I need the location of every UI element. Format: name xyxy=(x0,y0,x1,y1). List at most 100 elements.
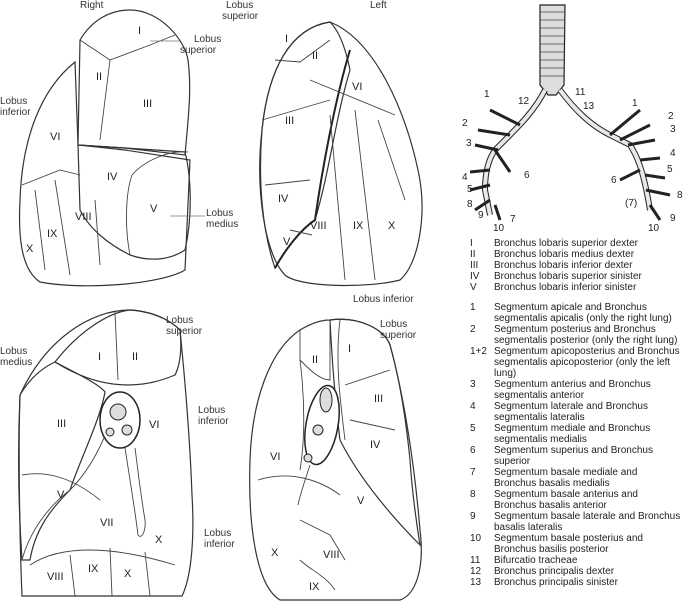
rm-seg-X-upper: X xyxy=(155,534,163,546)
rm-seg-IX: IX xyxy=(88,563,99,575)
segment-legend-key: 7 xyxy=(470,467,476,478)
segment-legend-key: 2 xyxy=(470,324,476,335)
segment-legend-text: Segmentum basale anterius and Bronchus b… xyxy=(494,489,638,511)
segment-legend-key: 3 xyxy=(470,379,476,390)
tree-num-8: 8 xyxy=(467,199,473,210)
rm-seg-III: III xyxy=(57,418,66,430)
lobe-legend-text: Bronchus lobaris inferior sinister xyxy=(494,282,637,293)
tree-num-10-left: 10 xyxy=(648,223,660,234)
lm-seg-VIII: VIII xyxy=(323,549,340,561)
lm-seg-X: X xyxy=(271,547,279,559)
lobe-legend-key: V xyxy=(470,282,477,293)
segment-legend-key: 11 xyxy=(470,555,481,566)
tree-num-8-left: 8 xyxy=(677,190,683,201)
seg-V: V xyxy=(150,203,158,215)
lobe-legend-text: Bronchus lobaris inferior dexter xyxy=(494,260,633,271)
segment-legend-item: 7 Segmentum basale mediale and Bronchus b… xyxy=(470,467,682,489)
seg-I: I xyxy=(138,25,141,37)
label-left: Left xyxy=(370,0,387,11)
segment-legend-key: 1+2 xyxy=(470,346,487,357)
segment-legend-key: 12 xyxy=(470,566,482,577)
segment-legend-text: Segmentum posterius and Bronchus segment… xyxy=(494,324,678,346)
left-seg-IX: IX xyxy=(353,220,364,232)
lm-seg-II: II xyxy=(312,354,318,366)
tree-num-11: 11 xyxy=(575,87,586,98)
tree-num-5-left: 5 xyxy=(667,164,673,175)
segment-legend-key: 8 xyxy=(470,489,476,500)
segment-legend-text: Bronchus principalis sinister xyxy=(494,577,618,588)
lm-seg-IV: IV xyxy=(370,439,381,451)
rm-seg-VI: VI xyxy=(149,419,159,431)
left-seg-X: X xyxy=(388,220,396,232)
tree-num-5: 5 xyxy=(467,184,473,195)
lm-seg-III: III xyxy=(374,393,383,405)
left-seg-VIII: VIII xyxy=(310,220,327,232)
segment-legend-item: 2 Segmentum posterius and Bronchus segmen… xyxy=(470,324,682,346)
lobe-legend-text: Bronchus lobaris superior dexter xyxy=(494,238,638,249)
seg-VIII: VIII xyxy=(75,211,92,223)
rm-seg-I: I xyxy=(98,351,101,363)
tree-num-1-left: 1 xyxy=(632,98,638,109)
tree-num-6-left: 6 xyxy=(611,175,617,186)
tree-num-9: 9 xyxy=(478,210,484,221)
segment-legend-text: Bifurcatio tracheae xyxy=(494,555,578,566)
lobe-legend-text: Bronchus lobaris superior sinister xyxy=(494,271,642,282)
left-seg-II: II xyxy=(312,50,318,62)
left-seg-VI: VI xyxy=(352,81,362,93)
tree-num-3-left: 3 xyxy=(670,124,676,135)
rm-seg-II: II xyxy=(132,351,138,363)
tree-num-2: 2 xyxy=(462,118,468,129)
lobus-medius-region xyxy=(77,144,191,260)
tree-num-6: 6 xyxy=(524,170,530,181)
tree-num-4: 4 xyxy=(462,172,468,183)
seg-X: X xyxy=(26,243,34,255)
left-seg-I: I xyxy=(285,33,288,45)
segment-legend-key: 5 xyxy=(470,423,476,434)
trachea xyxy=(539,4,566,96)
rm-lower-region xyxy=(18,309,194,597)
lobe-legend-key: IV xyxy=(470,271,480,282)
segment-legend-text: Segmentum superius and Bronchus superior xyxy=(494,445,653,467)
seg-II: II xyxy=(96,71,102,83)
left-seg-V: V xyxy=(283,236,291,248)
segment-legend-text: Segmentum laterale and Bronchus segmenta… xyxy=(494,401,648,423)
lm-upper-region xyxy=(329,318,421,547)
segment-legend-text: Bronchus principalis dexter xyxy=(494,566,615,577)
rm-upper-region xyxy=(54,309,182,386)
left-seg-III: III xyxy=(285,115,294,127)
seg-IX: IX xyxy=(47,228,58,240)
bronchial-tree: 1 2 3 4 5 6 8 9 7 10 12 11 13 1 2 3 4 5 … xyxy=(462,4,683,234)
tree-num-1: 1 xyxy=(484,89,490,100)
label-right: Right xyxy=(80,0,104,11)
tree-num-10: 10 xyxy=(493,223,505,234)
segment-legend-text: Segmentum apicale and Bronchus segmental… xyxy=(494,302,672,324)
rm-seg-VII: VII xyxy=(100,517,113,529)
lobe-legend-item: V Bronchus lobaris inferior sinister xyxy=(470,282,682,293)
lobe-legend-key: II xyxy=(470,249,476,260)
segment-legend-text: Segmentum basale posterius and Bronchus … xyxy=(494,533,643,555)
segment-legend-key: 13 xyxy=(470,577,482,588)
segment-legend-text: Segmentum basale mediale and Bronchus ba… xyxy=(494,467,638,489)
segment-legend-key: 1 xyxy=(470,302,476,313)
lm-seg-VI: VI xyxy=(270,451,280,463)
rm-seg-V: V xyxy=(57,489,65,501)
segment-legend-key: 6 xyxy=(470,445,476,456)
left-seg-IV: IV xyxy=(278,193,289,205)
lm-seg-I: I xyxy=(348,343,351,355)
tree-num-4-left: 4 xyxy=(670,148,676,159)
